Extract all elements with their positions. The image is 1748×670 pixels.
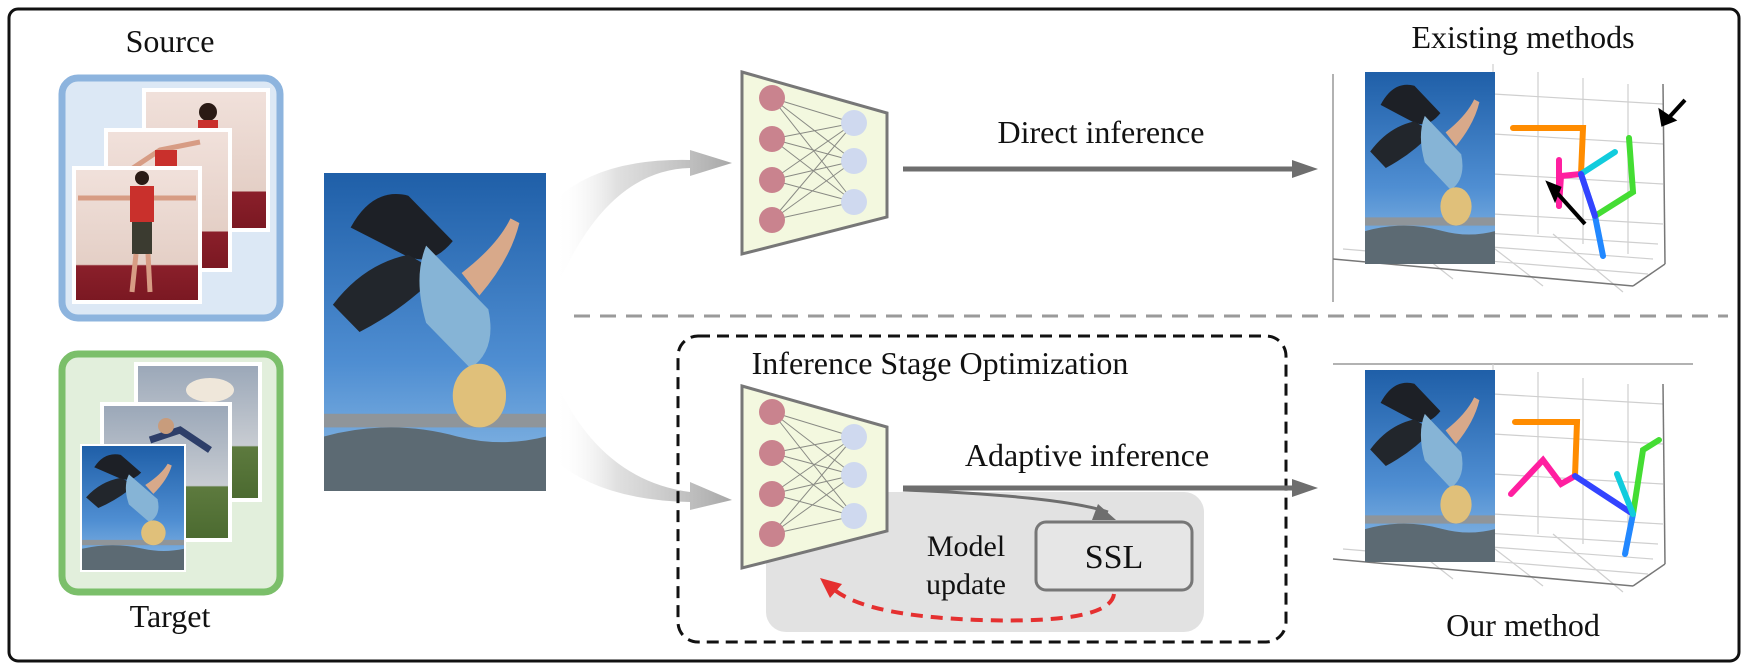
ism-label: Inference Stage Optimization [752,345,1129,381]
target-dataset-panel [58,350,284,596]
source-dataset-panel [58,74,284,322]
ssl-label: SSL [1085,539,1144,576]
adaptive-inference-arrow [903,479,1318,497]
photo-stack-icon [80,362,262,572]
input-to-network-arrows [555,150,732,510]
existing-methods-label: Existing methods [1411,19,1634,55]
backflip-photo-icon [324,173,546,491]
model-update-label-line2: update [926,568,1006,601]
our-method-label: Our method [1446,607,1600,643]
3d-skeleton-plot-icon [1332,63,1687,302]
neural-network-icon [740,70,889,256]
direct-inference-arrow [903,160,1318,178]
photo-stack-icon [72,88,270,304]
source-label: Source [126,23,215,59]
adaptive-inference-label: Adaptive inference [965,437,1209,473]
direct-inference-label: Direct inference [998,114,1205,150]
arrow-icon [1545,98,1687,226]
skeleton [1510,125,1637,259]
ssl-box: SSL [1034,520,1194,592]
model-update-label-line1: Model [927,530,1005,563]
skeleton [1508,419,1662,557]
target-label: Target [130,598,211,634]
model-update-arrow [820,578,1116,623]
to-ssl-arrow [902,488,1116,520]
3d-skeleton-plot-icon [1332,363,1693,593]
outer-frame [7,7,1741,663]
